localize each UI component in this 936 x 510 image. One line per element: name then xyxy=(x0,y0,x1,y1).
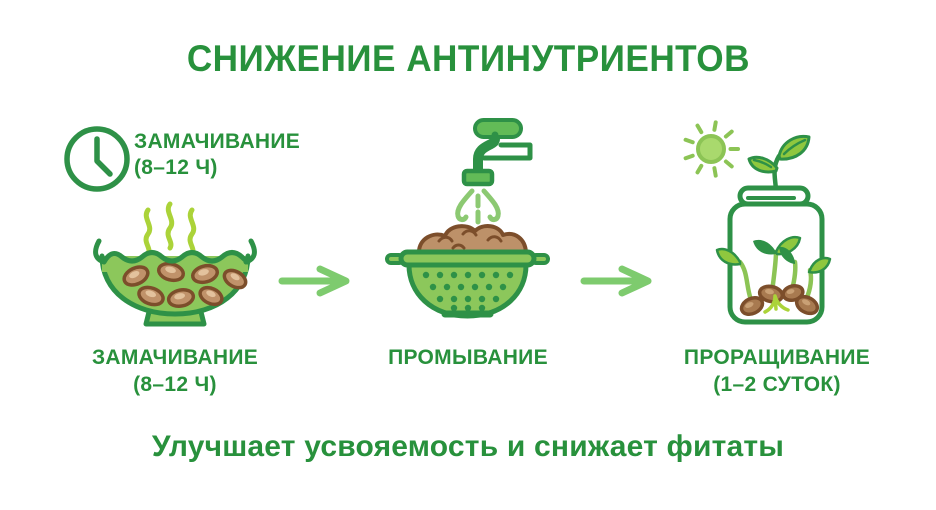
step1-label-line1: ЗАМАЧИВАНИЕ xyxy=(91,346,259,369)
right-arrow-icon xyxy=(580,265,652,297)
clock-note-line1: ЗАМАЧИВАНИЕ xyxy=(134,130,301,153)
faucet xyxy=(461,118,533,187)
water-streams xyxy=(455,188,501,225)
page-title: СНИЖЕНИЕ АНТИНУТРИЕНТОВ xyxy=(0,38,936,80)
colander-holes xyxy=(422,271,514,312)
steaming-bowl-of-beans-icon xyxy=(93,201,257,327)
step-label-sprouting: ПРОРАЩИВАНИЕ (1–2 СУТОК) xyxy=(637,344,917,398)
jar-sprouts xyxy=(715,235,832,316)
beans-in-bowl xyxy=(122,261,248,308)
seeds xyxy=(739,284,820,316)
step3-label-line2: (1–2 СУТОК) xyxy=(713,373,841,396)
faucet-rinsing-colander-icon xyxy=(385,118,550,319)
steam-lines xyxy=(143,201,197,257)
sun-icon xyxy=(683,120,740,178)
clock-hands xyxy=(94,136,113,177)
step-label-soaking: ЗАМАЧИВАНИЕ (8–12 Ч) xyxy=(35,344,315,398)
step-label-rinsing: ПРОМЫВАНИЕ xyxy=(328,344,608,371)
bowl xyxy=(93,238,257,327)
step3-label-line1: ПРОРАЩИВАНИЕ xyxy=(683,346,871,369)
sun-and-sprouting-jar-icon xyxy=(683,120,832,325)
beans-heap xyxy=(417,224,528,254)
clock-note: ЗАМАЧИВАНИЕ (8–12 Ч) xyxy=(134,129,300,181)
faucet-right-arm xyxy=(481,142,533,161)
right-arrow-icon xyxy=(278,265,350,297)
top-sprout xyxy=(747,134,811,193)
clock-icon xyxy=(64,126,130,192)
colander xyxy=(385,249,550,319)
step1-label-line2: (8–12 Ч) xyxy=(133,373,217,396)
clock-note-line2: (8–12 Ч) xyxy=(134,156,218,179)
colander-rim xyxy=(398,249,537,268)
roots xyxy=(763,294,790,314)
faucet-pipe xyxy=(473,134,500,176)
step2-label-line1: ПРОМЫВАНИЕ xyxy=(388,346,548,369)
faucet-nozzle xyxy=(461,168,495,187)
footer-text: Улучшает усвояемость и снижает фитаты xyxy=(151,430,785,463)
water-wave-line xyxy=(93,238,257,265)
page-title-text: СНИЖЕНИЕ АНТИНУТРИЕНТОВ xyxy=(186,38,750,79)
